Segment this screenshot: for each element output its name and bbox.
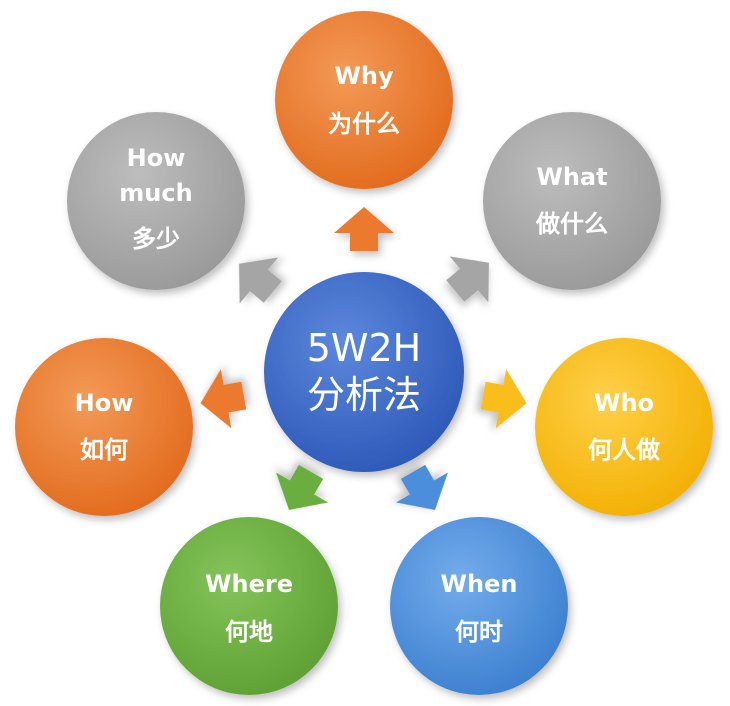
node-howmuch-circle bbox=[67, 112, 245, 290]
node-what: What 做什么 bbox=[483, 112, 661, 290]
center-title: 5W2H bbox=[307, 326, 422, 370]
center-subtitle: 分析法 bbox=[307, 373, 421, 417]
node-where-label-zh: 何地 bbox=[225, 618, 273, 646]
node-when: When 何时 bbox=[390, 517, 568, 695]
center-node: 5W2H 分析法 bbox=[264, 272, 464, 472]
node-how-circle bbox=[15, 338, 193, 516]
node-howmuch-label-en-2: much bbox=[119, 179, 192, 207]
node-why: Why 为什么 bbox=[275, 11, 453, 189]
node-when-circle bbox=[390, 517, 568, 695]
node-howmuch-label-zh: 多少 bbox=[132, 225, 180, 253]
node-what-label-en: What bbox=[536, 163, 607, 191]
node-how-label-zh: 如何 bbox=[80, 436, 128, 464]
node-who-label-zh: 何人做 bbox=[588, 436, 660, 464]
node-who-label-en: Who bbox=[594, 389, 654, 417]
node-where: Where 何地 bbox=[160, 517, 338, 695]
node-howmuch: How much 多少 bbox=[67, 112, 245, 290]
node-why-label-en: Why bbox=[334, 62, 394, 90]
node-what-label-zh: 做什么 bbox=[535, 210, 608, 238]
node-when-label-en: When bbox=[441, 570, 518, 598]
arrow-to-who bbox=[480, 369, 527, 429]
node-why-circle bbox=[275, 11, 453, 189]
center-circle bbox=[264, 272, 464, 472]
node-how: How 如何 bbox=[15, 338, 193, 516]
node-how-label-en: How bbox=[75, 389, 134, 417]
arrow-to-howmuch bbox=[239, 257, 282, 304]
node-when-label-zh: 何时 bbox=[455, 618, 503, 646]
arrow-to-how bbox=[200, 369, 247, 429]
arrow-to-where bbox=[276, 464, 328, 510]
node-howmuch-label-en-1: How bbox=[127, 144, 186, 172]
arrow-to-when bbox=[396, 464, 448, 510]
arrow-to-what bbox=[446, 256, 489, 303]
node-what-circle bbox=[483, 112, 661, 290]
node-why-label-zh: 为什么 bbox=[328, 110, 400, 138]
arrow-to-why bbox=[334, 207, 394, 251]
node-who-circle bbox=[535, 338, 713, 516]
node-where-circle bbox=[160, 517, 338, 695]
node-who: Who 何人做 bbox=[535, 338, 713, 516]
node-where-label-en: Where bbox=[205, 570, 293, 598]
